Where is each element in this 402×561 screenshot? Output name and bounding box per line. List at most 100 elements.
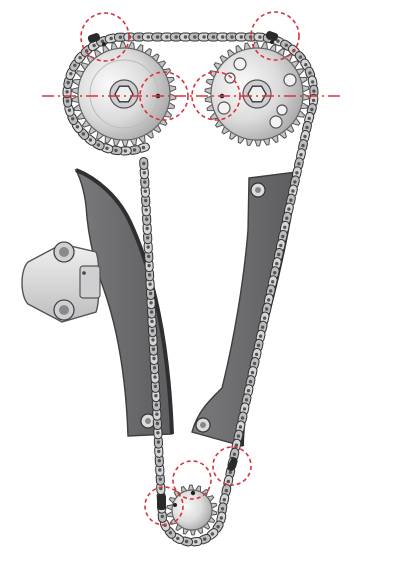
chain-pin [256, 343, 261, 347]
chain-pin [132, 148, 137, 152]
chain-pin [210, 532, 215, 536]
chain-pin [143, 189, 147, 193]
chain-pin [307, 116, 311, 121]
chain-pin [73, 63, 77, 67]
chain-pin [144, 208, 148, 212]
chain-pin [145, 226, 149, 231]
chain-pin [151, 347, 156, 351]
chain-pin [155, 35, 160, 39]
chain-pin [147, 254, 151, 259]
chain-pin [284, 43, 288, 47]
chain-pin [254, 352, 259, 357]
chain-pin [246, 389, 251, 393]
chain-pin [149, 310, 154, 314]
chain-pin [153, 375, 157, 379]
chain-pin [240, 416, 245, 420]
chain-pin [156, 440, 161, 444]
chain-pin [144, 198, 148, 203]
chain-pin [153, 384, 158, 389]
chain-pin [96, 143, 101, 147]
chain-pin [118, 35, 123, 39]
chain-pin [262, 316, 267, 320]
chain-pin-mark [212, 446, 252, 486]
chain-pin [287, 207, 291, 211]
chain-pin [149, 301, 153, 305]
chain-pin [295, 171, 299, 175]
exhaust-chain-mark-link [265, 31, 279, 41]
chain-pin [147, 273, 152, 277]
crank-mark-dot [190, 490, 196, 496]
chain-pin [211, 35, 216, 39]
chain-pin [276, 39, 280, 43]
intake-top-mark [80, 12, 130, 62]
chain-pin [289, 198, 293, 202]
chain-pin [305, 125, 309, 130]
chain-pin [78, 56, 82, 60]
intake-side-mark [139, 71, 189, 121]
chain-pin [174, 35, 178, 39]
chain-pin [291, 189, 295, 193]
chain-pin [151, 338, 155, 342]
alignment-markers [42, 11, 342, 526]
chain-pin [193, 35, 197, 39]
chain-pin [267, 298, 271, 302]
exhaust-phaser-holes [217, 57, 297, 129]
chain-pin [293, 180, 297, 184]
chain-pin [304, 62, 308, 67]
crank-link-mark [144, 486, 184, 526]
chain-pin [258, 35, 262, 39]
crank-link-dot [173, 503, 177, 507]
tensioner-mark [82, 271, 86, 275]
chain-pin [158, 468, 162, 472]
chain-pin [109, 36, 113, 41]
chain-tensioner [21, 241, 101, 323]
chain-pin [65, 90, 69, 94]
chain-pin [152, 366, 157, 370]
exhaust-hex-bolt-icon [247, 85, 267, 103]
chain-pin [303, 134, 307, 139]
chain-pin [220, 507, 225, 511]
chain-pin [157, 459, 161, 463]
chain-pin [152, 356, 156, 361]
chain-pin [250, 370, 255, 375]
chain-pin [146, 245, 150, 249]
chain-pin [216, 525, 220, 529]
intake-hex-bolt-icon [114, 85, 134, 103]
chain-pin [238, 425, 243, 429]
intake-camshaft-sprocket [71, 41, 177, 147]
chain-pin [154, 394, 158, 398]
chain-pin [123, 149, 128, 153]
chain-pin [297, 162, 301, 166]
chain-pin [219, 516, 223, 520]
chain-pin [224, 488, 228, 493]
exhaust-top-dot [270, 40, 274, 44]
chain-pin [277, 252, 281, 257]
right-chain-mark-link [227, 457, 238, 472]
chain-pin [242, 407, 247, 411]
chain-pin [145, 217, 149, 221]
chain-pin [67, 108, 72, 112]
chain-pin [81, 132, 86, 136]
chain-pin [183, 35, 188, 39]
chain-pin [308, 71, 312, 75]
chain-pin [150, 329, 155, 333]
chain-pin [301, 143, 305, 148]
chain-pin [69, 72, 73, 76]
chain-pin [239, 35, 243, 39]
chain-pin [66, 80, 70, 85]
chain-pin [92, 43, 96, 48]
chain-pin [234, 443, 239, 447]
intake-top-dot [102, 42, 106, 46]
chain-pin [273, 271, 277, 275]
chain-pin [141, 145, 146, 150]
chain-pin [271, 280, 275, 284]
chain-pin [269, 289, 273, 293]
chain-pin [285, 216, 289, 220]
chain-pin [299, 153, 303, 157]
chain-pin [230, 35, 234, 39]
chain-pin [281, 234, 285, 239]
chain-pin [252, 361, 257, 366]
chain-pin [258, 334, 263, 338]
